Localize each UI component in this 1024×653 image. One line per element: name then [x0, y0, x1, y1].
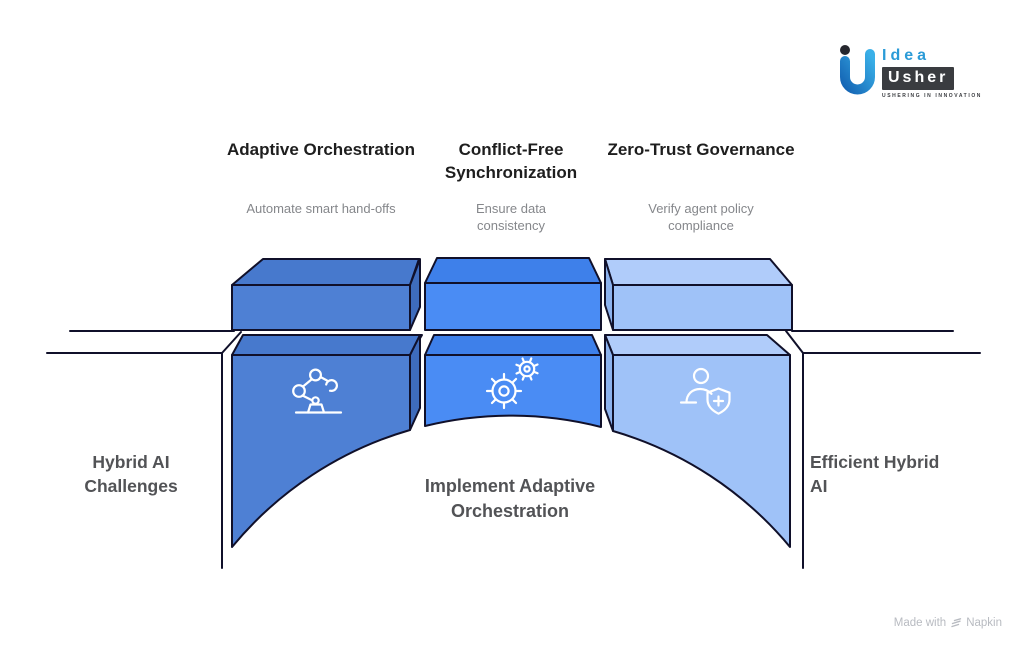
- pillar-1-header: Adaptive Orchestration Automate smart ha…: [226, 139, 416, 218]
- logo-tagline: USHERING IN INNOVATION: [882, 93, 983, 99]
- made-with-text: Made with: [893, 617, 947, 629]
- deck-blocks: [231, 257, 793, 331]
- napkin-brand-text: Napkin: [966, 617, 1002, 629]
- pillar-3-front: [612, 354, 791, 548]
- right-flow-label: Efficient Hybrid AI: [810, 452, 940, 497]
- center-flow-label: Implement Adaptive Orchestration: [424, 476, 596, 521]
- deck-block-1-front: [231, 284, 411, 331]
- pillar-1-top: [231, 334, 423, 356]
- logo-dot: [840, 45, 850, 55]
- napkin-icon: [951, 618, 962, 628]
- idea-usher-logo: Idea Usher USHERING IN INNOVATION: [836, 42, 982, 100]
- pillar-2-top: [424, 334, 602, 356]
- pillar-3-top: [604, 334, 791, 356]
- deck-corner-left: [221, 331, 242, 354]
- napkin-attribution: Made with Napkin: [894, 617, 1002, 629]
- user-shield-icon: [679, 367, 731, 415]
- deck-block-2-front: [424, 282, 602, 331]
- pillar-2-subtitle: Ensure data consistency: [475, 201, 547, 233]
- pillar-3-title: Zero-Trust Governance: [607, 140, 795, 159]
- deck-block-3-top: [604, 258, 793, 286]
- pillar-1-front: [231, 354, 411, 548]
- robot-arm-icon: [292, 368, 343, 414]
- left-flow-label: Hybrid AI Challenges: [84, 452, 178, 497]
- pillar-3-side: [604, 334, 614, 432]
- idea-usher-logo-mark: [840, 45, 875, 95]
- deck-corner-right: [785, 330, 804, 354]
- pillar-2-header: Conflict-Free Synchronization Ensure dat…: [416, 139, 606, 235]
- pillar-3-subtitle: Verify agent policy compliance: [648, 201, 754, 233]
- deck-block-3-front: [612, 284, 793, 331]
- deck-block-1-top: [231, 258, 420, 286]
- gears-icon: [485, 357, 539, 410]
- pillar-1-title: Adaptive Orchestration: [227, 140, 415, 159]
- pillar-2-title: Conflict-Free Synchronization: [444, 140, 578, 182]
- deck-block-2-top: [424, 257, 602, 284]
- logo-wordmark-top: Idea: [882, 47, 931, 64]
- pillar-1-subtitle: Automate smart hand-offs: [246, 201, 396, 216]
- pillar-3-header: Zero-Trust Governance Verify agent polic…: [606, 139, 796, 235]
- logo-u-shape: [840, 49, 875, 95]
- pillar-2-front: [424, 354, 602, 428]
- logo-wordmark-bottom: Usher: [882, 67, 955, 90]
- pillar-blocks: [231, 334, 791, 548]
